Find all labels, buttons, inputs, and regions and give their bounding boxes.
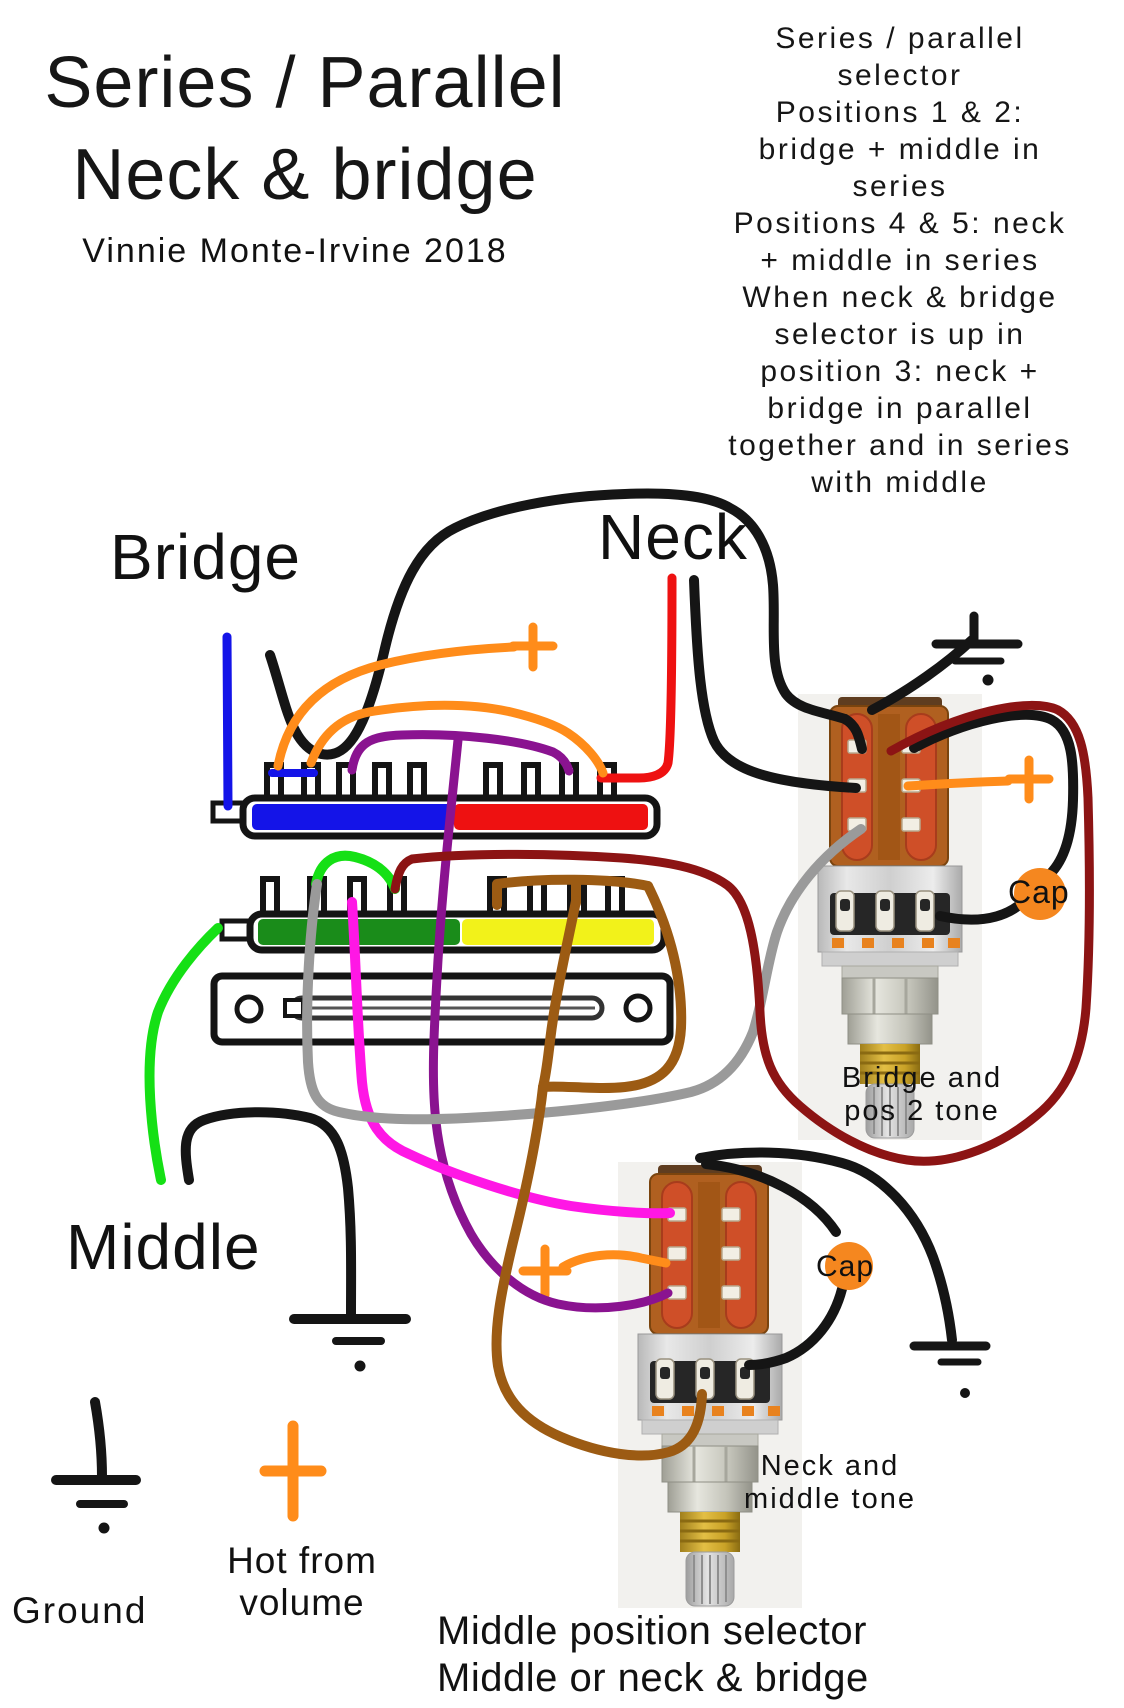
wire-black-pot1-terminal xyxy=(840,714,867,754)
ground-legend-label: Ground xyxy=(12,1590,148,1631)
wire-maroon-tone-loop xyxy=(390,700,1094,1166)
wire-magenta-to-pot2 xyxy=(347,897,675,1219)
neck-tone-pot xyxy=(616,1160,804,1610)
wire-black-pot1-cap-b xyxy=(935,901,1023,925)
capacitor-dot-pot2 xyxy=(825,1242,873,1290)
wire-green-switch-jumper xyxy=(311,850,400,894)
hot-plus-icon-pot1 xyxy=(1004,755,1054,804)
cap-label-pot2: Cap xyxy=(816,1250,875,1283)
bridge-pickup-label: Bridge xyxy=(110,521,301,593)
ground-symbol-pot1 xyxy=(931,611,1023,686)
wire-purple-to-pot2 xyxy=(428,735,673,1313)
hot-plus-icon-pot2 xyxy=(518,1244,572,1300)
footer-caption-line1: Middle position selector xyxy=(437,1609,867,1653)
wire-brown-to-pot2-lug xyxy=(491,896,707,1461)
wire-black-neck-lead xyxy=(689,575,861,793)
wire-black-pot2-ground xyxy=(695,1147,957,1345)
selector-switch-top-blue-bar xyxy=(252,804,452,830)
wire-bridge-lead-blue xyxy=(222,632,233,811)
wire-black-pot2-cap-b xyxy=(744,1284,847,1370)
selector-slot-plate xyxy=(210,972,674,1046)
wire-purple-switch-arc xyxy=(347,730,574,776)
hot-plus-icon-legend xyxy=(259,1420,327,1522)
brown-wires xyxy=(491,874,707,1461)
wire-orange-pot2-hot xyxy=(558,1250,671,1272)
wire-black-pot1-cap-a xyxy=(909,709,1079,879)
wire-neck-lead-red xyxy=(596,573,677,783)
ground-symbol-legend xyxy=(51,1397,141,1534)
ground-symbol-pot2 xyxy=(909,1341,991,1398)
selector-switch-top-red-bar xyxy=(454,804,648,830)
selector-note: Series / parallel selector Positions 1 &… xyxy=(728,22,1072,499)
wire-black-pot2-cap-a xyxy=(701,1159,841,1237)
selector-switch-bottom-yellow-bar xyxy=(462,919,654,945)
orange-hot-wires xyxy=(259,622,1054,1522)
wire-orange-switch-hot-b xyxy=(306,700,608,778)
wire-orange-switch-hot-a xyxy=(273,642,519,771)
wire-black-middle-ground-lead xyxy=(180,1107,357,1319)
cap-label-pot1: Cap xyxy=(1008,874,1070,910)
capacitor-dot-pot1 xyxy=(1014,868,1066,920)
middle-pickup-label: Middle xyxy=(66,1211,261,1283)
page-title-line2: Neck & bridge xyxy=(72,135,538,215)
author-credit: Vinnie Monte-Irvine 2018 xyxy=(82,232,508,270)
page-title-line1: Series / Parallel xyxy=(44,43,566,123)
wire-black-bridge-loop xyxy=(265,488,850,760)
hot-plus-icon-switch xyxy=(508,622,558,672)
wire-orange-pot1-hot xyxy=(903,776,1013,791)
wire-brown-cross xyxy=(538,881,687,1093)
wire-gray-to-pot1 xyxy=(302,824,866,1125)
neck-pickup-label: Neck xyxy=(598,501,748,573)
neck-tone-pot-caption: Neck and middle tone xyxy=(744,1450,916,1515)
ground-symbol-middle xyxy=(289,1314,411,1372)
wire-middle-lead-green xyxy=(144,923,223,1185)
black-hookup-wires xyxy=(180,488,1079,1370)
bridge-tone-pot-caption: Bridge and pos 2 tone xyxy=(841,1062,1003,1127)
hot-legend-label: Hot from volume xyxy=(227,1540,377,1623)
footer-caption-line2: Middle or neck & bridge xyxy=(437,1656,869,1700)
